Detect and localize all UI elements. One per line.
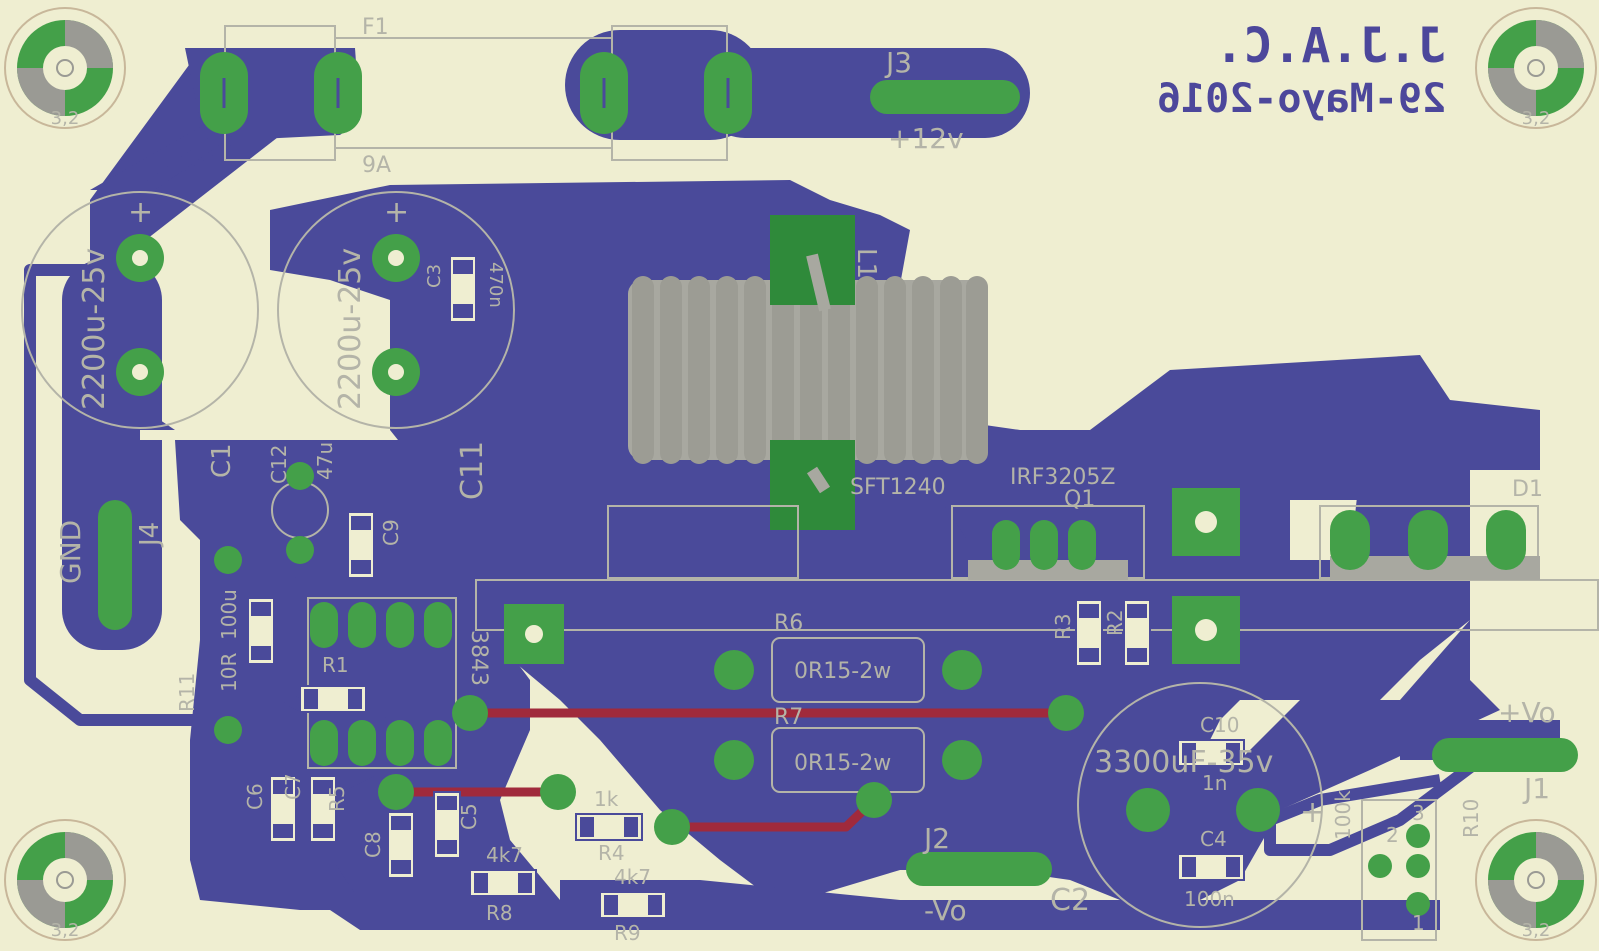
mounting-hole-tr: 3,2 — [1475, 7, 1597, 129]
fuse-pads — [200, 52, 752, 134]
svg-text:3,2: 3,2 — [1522, 108, 1551, 129]
label-c11: C11 — [455, 441, 490, 500]
label-r5: R5 — [325, 785, 349, 812]
label-r10: R10 — [1459, 799, 1483, 838]
label-j1: J1 — [1522, 772, 1550, 805]
label-pin1: 1 — [1412, 911, 1425, 935]
pads — [98, 52, 1578, 916]
label-r8-value: 4k7 — [486, 843, 523, 867]
label-r11: R11 — [175, 673, 199, 712]
label-j3: J3 — [884, 46, 912, 79]
copper-pour-input — [90, 50, 300, 440]
board-title: J.J.A.C. — [1215, 18, 1446, 74]
isolation-cutouts — [140, 430, 390, 440]
label-r11-value: 10R — [217, 653, 241, 692]
label-r7: R7 — [774, 705, 803, 730]
label-c3-value: 470n — [485, 262, 506, 308]
silkscreen — [21, 25, 1599, 941]
label-ic: 3843 — [466, 630, 491, 686]
label-c7: C7 — [281, 773, 305, 800]
mounting-hole-bl: 3,2 — [4, 819, 126, 941]
svg-text:3,2: 3,2 — [51, 920, 80, 941]
label-c10: C10 — [1200, 713, 1239, 737]
label-q1: Q1 — [1064, 487, 1095, 512]
label-r8: R8 — [486, 901, 513, 925]
label-j2-value: -Vo — [924, 894, 967, 927]
label-c12: C12 — [267, 445, 291, 484]
label-c1: C1 — [207, 443, 237, 478]
label-r3: R3 — [1051, 613, 1075, 640]
label-f1-value: 9A — [362, 153, 391, 178]
label-l1: L1 — [851, 248, 881, 279]
svg-text:3,2: 3,2 — [51, 108, 80, 129]
label-c3: C3 — [424, 264, 445, 288]
label-f1: F1 — [362, 15, 389, 40]
label-c4: C4 — [1200, 827, 1227, 851]
label-inductor: SFT1240 — [850, 475, 946, 500]
label-c6: C6 — [243, 783, 267, 810]
label-c2: C2 — [1050, 883, 1090, 918]
label-r4-value: 1k — [594, 787, 619, 811]
label-pin2: 2 — [1386, 823, 1399, 847]
label-r9-value: 4k7 — [614, 865, 651, 889]
label-r10-value: 100k — [1331, 790, 1355, 840]
label-r7-value: 0R15-2w — [794, 751, 891, 776]
svg-text:3,2: 3,2 — [1522, 920, 1551, 941]
label-c5: C5 — [457, 803, 481, 830]
label-c100u: 100u — [217, 589, 241, 640]
mounting-holes: 3,2 3,2 3,2 3,2 — [4, 7, 1597, 941]
label-r9: R9 — [614, 921, 641, 945]
mounting-hole-tl: 3,2 — [4, 7, 126, 129]
label-r4: R4 — [598, 841, 625, 865]
label-r6: R6 — [774, 611, 803, 636]
label-gnd: GND — [54, 520, 87, 584]
label-plus-c1: + — [128, 195, 153, 230]
label-c10-value: 1n — [1202, 771, 1227, 795]
smd-c3 — [449, 255, 477, 323]
label-j3-value: +12v — [888, 122, 964, 155]
board-date: 29-Mayo-2016 — [1157, 76, 1446, 122]
label-j1-value: +Vo — [1498, 696, 1556, 729]
label-r1: R1 — [322, 653, 349, 677]
label-j2: J2 — [922, 822, 950, 855]
label-c8: C8 — [361, 831, 385, 858]
mounting-hole-br: 3,2 — [1475, 819, 1597, 941]
label-c4-value: 100n — [1184, 887, 1235, 911]
label-r2: R2 — [1103, 609, 1127, 636]
label-q1-part: IRF3205Z — [1010, 465, 1116, 490]
inductor-coil — [628, 215, 988, 530]
label-c1-value: 2200u-25v — [77, 248, 112, 410]
label-cap-big: 3300uF-35v — [1094, 745, 1273, 780]
smd-parts — [247, 255, 1245, 919]
silk-labels: F1 9A J3 +12v 2200u-25v 2200u-25v + + C1… — [54, 15, 1556, 945]
title-block: J.J.A.C. 29-Mayo-2016 — [1157, 18, 1446, 122]
label-pin3: 3 — [1412, 801, 1425, 825]
label-r6-value: 0R15-2w — [794, 659, 891, 684]
label-d1: D1 — [1512, 477, 1543, 502]
label-c11-value: 2200u-25v — [333, 248, 368, 410]
label-c12-value: 47u — [313, 442, 337, 480]
label-c9: C9 — [379, 519, 403, 546]
label-plus-big: + — [1300, 795, 1325, 830]
copper-pour-main — [270, 180, 1540, 900]
label-j4: J4 — [135, 522, 165, 548]
label-plus-c11: + — [384, 195, 409, 230]
